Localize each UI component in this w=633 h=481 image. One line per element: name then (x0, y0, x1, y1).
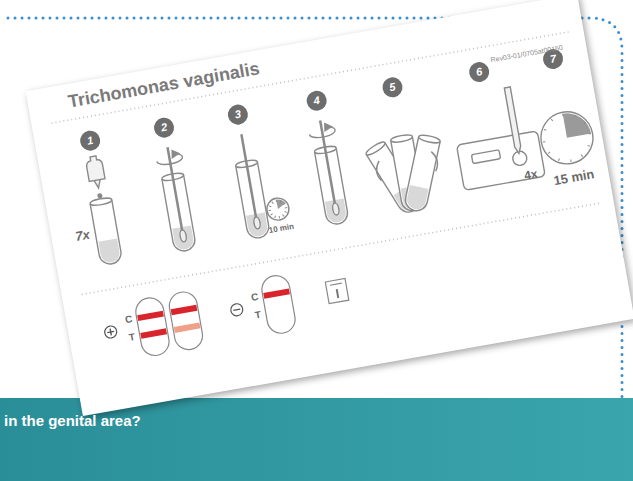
clock-tick (282, 214, 284, 216)
clock-time (563, 109, 591, 137)
test-letter: T (128, 332, 136, 343)
clock-tick (284, 211, 286, 213)
info-mark (337, 289, 339, 298)
card-illustration (26, 0, 633, 416)
arrow-head (171, 150, 179, 158)
instruction-card: Trichomonas vaginalis12345677x10 min4x15… (26, 0, 633, 416)
tube (403, 137, 440, 213)
swab-tip (253, 217, 261, 230)
test-strip (167, 290, 205, 352)
squeeze-arrow (375, 151, 439, 181)
clock-tick (570, 160, 571, 162)
negative-sign (230, 303, 244, 317)
leaflet-icon (325, 279, 349, 304)
tube-liquid (325, 199, 348, 224)
clock-tick (270, 214, 272, 216)
clock-tick (279, 216, 280, 218)
clock-tick (276, 200, 277, 202)
title: Trichomonas vaginalis (66, 58, 261, 112)
clock-tick (269, 210, 271, 211)
control-letter: C (250, 292, 259, 303)
step-circle (468, 60, 491, 83)
step-circle (305, 89, 328, 112)
swab (241, 134, 257, 223)
control-line (137, 311, 164, 321)
test-line (140, 328, 167, 338)
clock-tick (588, 145, 590, 147)
clock-face (265, 196, 290, 221)
clock-tick (548, 152, 550, 154)
clock-tick (544, 129, 546, 131)
arrow-head (324, 123, 332, 131)
sign-bar (233, 309, 240, 310)
tube-liquid (405, 185, 428, 211)
tube-liquid (172, 225, 195, 250)
band-heading: in the genital area? (4, 412, 141, 429)
dropper (504, 87, 522, 154)
tube (90, 200, 123, 266)
read-time: 15 min (552, 167, 595, 187)
clock-tick (589, 133, 591, 134)
clock-tick (272, 202, 274, 204)
step-circle (79, 129, 102, 152)
clock-tick (283, 203, 285, 205)
drop-count: 4x (523, 168, 538, 182)
tube-rim (418, 134, 441, 144)
clock-tick (562, 114, 563, 116)
clock-tick (274, 216, 276, 218)
tube-rim (90, 197, 113, 207)
clock-tick (581, 154, 583, 156)
tube-rim (390, 134, 413, 144)
swab-tip (332, 203, 340, 216)
tube-liquid (246, 212, 269, 237)
test-letter: T (254, 310, 262, 321)
clock-tick (269, 205, 271, 207)
test-line (174, 322, 201, 332)
incubation-time: 10 min (268, 223, 294, 235)
clock-tick (574, 115, 576, 117)
tube-liquid (98, 238, 121, 263)
tube-rim (365, 140, 387, 157)
cassette-window (471, 150, 500, 164)
rotate-arrow (309, 126, 336, 139)
step-circle (381, 76, 404, 99)
step-circle (226, 103, 249, 126)
clock-tick (543, 141, 545, 142)
step-circle (152, 116, 175, 139)
sign-bar (110, 329, 111, 336)
cassette (457, 131, 546, 191)
clock-tick (584, 122, 586, 124)
control-letter: C (124, 314, 133, 325)
positive-sign (104, 325, 118, 339)
clock-face (537, 108, 597, 168)
clock-tick (285, 207, 287, 208)
clock-time (276, 198, 286, 209)
drop (98, 194, 102, 198)
clock-tick (280, 200, 282, 202)
test-strip (134, 296, 172, 358)
drop-count: 7x (74, 228, 91, 243)
swab-tip (179, 230, 187, 243)
rotate-arrow (156, 153, 183, 166)
clock-tick (551, 119, 553, 121)
test-strip (260, 273, 298, 335)
control-line (263, 288, 290, 298)
clock-tick (558, 159, 560, 161)
bottle (85, 155, 106, 189)
control-line (171, 305, 198, 315)
